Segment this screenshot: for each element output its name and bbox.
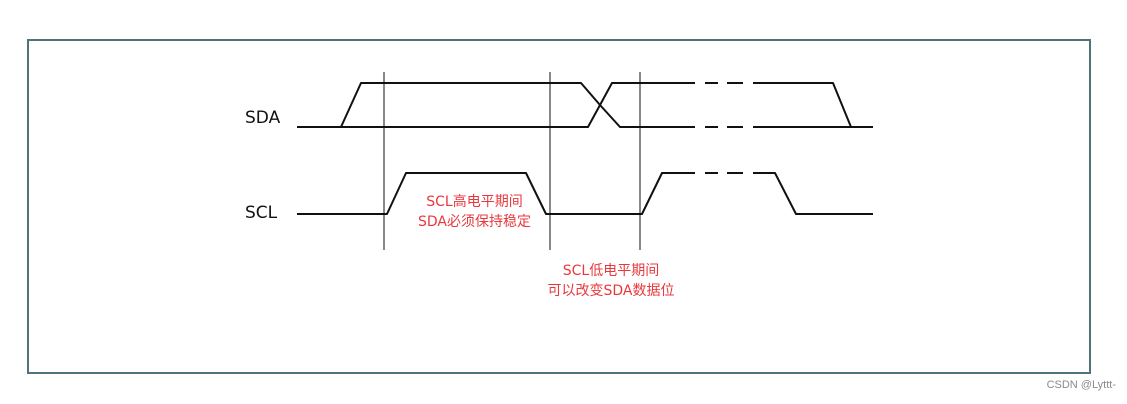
scl-low-note: SCL低电平期间 可以改变SDA数据位 [521, 261, 701, 301]
sda-waveform-tail-high [753, 82, 873, 128]
scl-waveform [297, 172, 695, 215]
sda-label: SDA [245, 108, 281, 128]
scl-label: SCL [245, 203, 278, 223]
scl-low-note-line1: SCL低电平期间 [562, 263, 660, 279]
scl-high-note: SCL高电平期间 SDA必须保持稳定 [402, 192, 547, 232]
diagram-frame [27, 39, 1091, 374]
scl-high-note-line2: SDA必须保持稳定 [418, 214, 531, 230]
scl-low-note-line2: 可以改变SDA数据位 [547, 283, 675, 299]
scl-high-note-line1: SCL高电平期间 [426, 194, 523, 210]
watermark: CSDN @Lyttt- [1046, 379, 1116, 391]
scl-waveform-tail [753, 172, 873, 215]
sda-waveform-low [297, 82, 695, 128]
sda-waveform-high [341, 82, 695, 128]
